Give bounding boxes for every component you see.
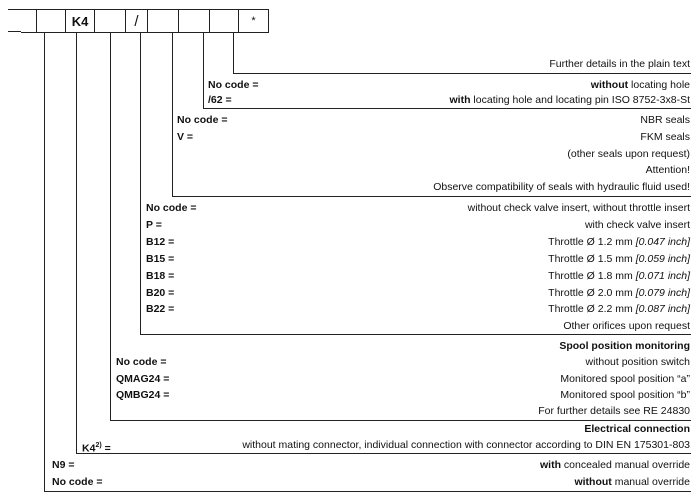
- spool-qmbg-value: Monitored spool position “b”: [560, 389, 690, 401]
- rule-check: [140, 334, 691, 335]
- check-no-code: No code =: [146, 202, 197, 214]
- seals-other: (other seals upon request): [567, 148, 690, 160]
- code-cell-7: [179, 10, 210, 32]
- throttle-code: B22 =: [146, 303, 175, 315]
- manual-n9-value: with concealed manual override: [540, 459, 690, 471]
- rule-seals: [172, 196, 691, 197]
- connector-locating: [203, 32, 204, 108]
- throttle-code: B15 =: [146, 253, 175, 265]
- header-left-stub-top: [8, 9, 21, 10]
- code-cell-1: [21, 10, 37, 32]
- connector-manual: [44, 32, 45, 491]
- connector-spool: [110, 32, 111, 420]
- spool-no-code-value: without position switch: [585, 356, 690, 368]
- throttle-value: Throttle Ø 1.2 mm [0.047 inch]: [548, 236, 690, 248]
- connector-check: [140, 32, 141, 334]
- spool-no-code: No code =: [116, 356, 167, 368]
- electrical-section-title: Electrical connection: [584, 423, 690, 435]
- spool-qmag-value: Monitored spool position “a”: [560, 373, 690, 385]
- seals-nbr: NBR seals: [640, 114, 690, 126]
- throttle-other: Other orifices upon request: [563, 320, 690, 332]
- manual-n9-code: N9 =: [52, 459, 75, 471]
- throttle-value: Throttle Ø 2.0 mm [0.079 inch]: [548, 287, 690, 299]
- connector-further: [233, 32, 234, 73]
- spool-further: For further details see RE 24830: [538, 405, 690, 417]
- spool-section-title: Spool position monitoring: [559, 340, 690, 352]
- manual-no-code-value: without manual override: [574, 476, 690, 488]
- throttle-value: Throttle Ø 1.5 mm [0.059 inch]: [548, 253, 690, 265]
- rule-spool: [110, 420, 691, 421]
- locating-no-code-value: without locating hole: [590, 79, 690, 91]
- connector-seals: [172, 32, 173, 196]
- throttle-value: Throttle Ø 1.8 mm [0.071 inch]: [548, 270, 690, 282]
- ordering-code-cells: K4 / *: [21, 9, 269, 33]
- code-cell-slash: /: [126, 10, 148, 32]
- seals-observe: Observe compatibility of seals with hydr…: [433, 181, 690, 193]
- code-cell-k4: K4: [66, 10, 95, 32]
- throttle-code: B12 =: [146, 236, 175, 248]
- code-cell-2: [37, 10, 66, 32]
- seals-no-code: No code =: [177, 114, 228, 126]
- further-details-text: Further details in the plain text: [549, 58, 690, 70]
- electrical-k4-code: K42) =: [82, 442, 111, 455]
- locating-no-code: No code =: [208, 79, 259, 91]
- spool-qmag-code: QMAG24 =: [116, 373, 170, 385]
- throttle-value: Throttle Ø 2.2 mm [0.087 inch]: [548, 303, 690, 315]
- code-cell-6: [148, 10, 179, 32]
- code-cell-8: [210, 10, 239, 32]
- check-p-value: with check valve insert: [584, 219, 690, 231]
- code-cell-star: *: [239, 10, 269, 32]
- locating-62-value: with locating hole and locating pin ISO …: [449, 94, 690, 106]
- spool-qmbg-code: QMBG24 =: [116, 389, 170, 401]
- header-left-stub-bottom: [8, 31, 21, 32]
- connector-electrical: [76, 32, 77, 453]
- rule-locating: [203, 108, 691, 109]
- rule-further: [233, 73, 691, 74]
- rule-manual: [44, 491, 691, 492]
- locating-62-code: /62 =: [208, 94, 232, 106]
- seals-v-code: V =: [177, 131, 194, 143]
- throttle-code: B18 =: [146, 270, 175, 282]
- check-no-code-value: without check valve insert, without thro…: [467, 202, 690, 214]
- throttle-code: B20 =: [146, 287, 175, 299]
- seals-fkm: FKM seals: [640, 131, 690, 143]
- manual-no-code: No code =: [52, 476, 103, 488]
- code-cell-4: [95, 10, 126, 32]
- electrical-k4-value: without mating connector, individual con…: [242, 439, 690, 451]
- rule-electrical: [76, 453, 691, 454]
- check-p-code: P =: [146, 219, 162, 231]
- seals-attention: Attention!: [645, 164, 690, 176]
